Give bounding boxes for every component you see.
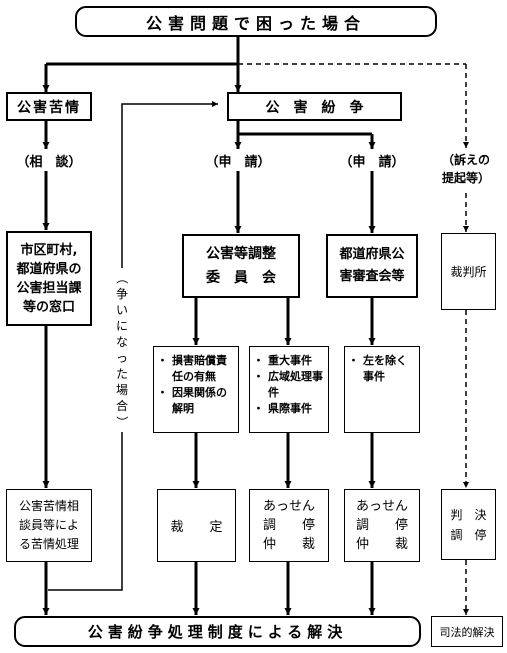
office-line: 公害担当課 xyxy=(16,280,82,296)
office-line: 等の窓口 xyxy=(22,299,75,315)
court-outcome-box: 判 決 調 停 xyxy=(441,489,496,560)
committee-box: 公害等調整 委 員 会 xyxy=(182,234,300,298)
side-note-char: ） xyxy=(114,415,129,429)
committee-step: （申 請） xyxy=(205,155,271,170)
complaint-outcome-box: 公害苦情相 談員等によ る苦情処理 xyxy=(6,489,92,562)
side-note-char: 争 xyxy=(115,287,128,301)
court-name: 裁判所 xyxy=(450,265,487,279)
court-step-line: （訴えの xyxy=(441,153,490,167)
committee-left-outcome: 裁 定 xyxy=(170,520,223,535)
committee-left-item: 損害賠償責任の有無 xyxy=(157,353,234,385)
committee-right-item: 広域処理事件 xyxy=(253,369,324,401)
title-text: 公害問題で困った場合 xyxy=(145,13,366,33)
side-note-char: た xyxy=(115,367,128,381)
committee-right-outcome-line: 調 停 xyxy=(262,518,315,533)
prefecture-box: 都道府県公 害審査会等 xyxy=(326,234,418,298)
court-step-line: 提起等） xyxy=(441,171,490,185)
side-note-char: っ xyxy=(115,351,128,365)
dispute-header: 公 害 紛 争 xyxy=(265,99,364,116)
committee-right-item: 県際事件 xyxy=(253,401,324,417)
dispute-header-box: 公 害 紛 争 xyxy=(227,92,402,121)
court-outcome-line: 調 停 xyxy=(450,527,487,542)
complaint-step: （相 談） xyxy=(16,155,82,170)
prefecture-outcome-line: 仲 裁 xyxy=(355,537,408,552)
prefecture-name-line: 都道府県公 xyxy=(339,247,405,262)
court-box: 裁判所 xyxy=(441,233,496,310)
court-outcome-line: 判 決 xyxy=(450,507,487,522)
resolution-box: 公害紛争処理制度による解決 xyxy=(14,616,421,647)
complaint-outcome-line: 公害苦情相 xyxy=(18,499,79,513)
title-box: 公害問題で困った場合 xyxy=(75,6,437,37)
complaint-header: 公害苦情 xyxy=(17,99,81,116)
prefecture-items-box: 左を除く事件 xyxy=(344,346,420,433)
committee-name-line: 委 員 会 xyxy=(206,270,276,286)
committee-right-outcome-box: あっせん 調 停 仲 裁 xyxy=(249,489,329,562)
prefecture-name-line: 害審査会等 xyxy=(339,269,405,284)
committee-right-outcome-line: あっせん xyxy=(262,499,315,514)
court-step: （訴えの 提起等） xyxy=(424,151,507,187)
prefecture-outcome-box: あっせん 調 停 仲 裁 xyxy=(344,489,420,562)
office-line: 都道府県の xyxy=(16,261,82,277)
committee-left-outcome-box: 裁 定 xyxy=(157,489,236,562)
side-note-char: 合 xyxy=(115,399,128,413)
side-note-char: 場 xyxy=(115,383,128,397)
side-note-char: （ xyxy=(114,271,129,285)
complaint-office-box: 市区町村, 都道府県の 公害担当課 等の窓口 xyxy=(6,231,92,326)
judicial-text: 司法的解決 xyxy=(439,625,495,639)
prefecture-outcome-line: あっせん xyxy=(355,499,408,514)
prefecture-step: （申 請） xyxy=(339,155,405,170)
committee-name-line: 公害等調整 xyxy=(206,246,276,262)
complaint-outcome-line: る苦情処理 xyxy=(18,537,79,551)
committee-right-item: 重大事件 xyxy=(253,353,324,369)
side-note-char: に xyxy=(115,319,128,333)
resolution-text: 公害紛争処理制度による解決 xyxy=(87,623,348,641)
prefecture-item: 左を除く事件 xyxy=(348,353,415,385)
side-note-char: い xyxy=(115,303,128,317)
complaint-header-box: 公害苦情 xyxy=(6,92,92,121)
complaint-outcome-line: 談員等によ xyxy=(18,518,79,532)
office-line: 市区町村, xyxy=(20,242,78,258)
prefecture-outcome-line: 調 停 xyxy=(355,518,408,533)
committee-right-outcome-line: 仲 裁 xyxy=(262,537,315,552)
dispute-side-note: （ 争 い に な っ た 場 合 ） xyxy=(109,268,135,432)
committee-left-item: 因果関係の解明 xyxy=(157,385,234,417)
committee-right-items-box: 重大事件 広域処理事件 県際事件 xyxy=(249,346,329,433)
committee-left-items-box: 損害賠償責任の有無 因果関係の解明 xyxy=(153,346,239,433)
judicial-box: 司法的解決 xyxy=(431,616,503,647)
side-note-char: な xyxy=(115,335,128,349)
